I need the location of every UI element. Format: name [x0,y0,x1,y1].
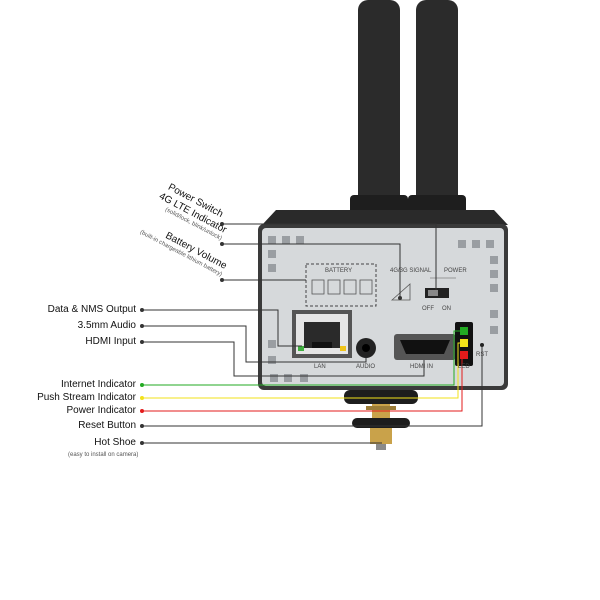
callout-internet: Internet Indicator [60,379,136,390]
antenna-left [358,0,400,225]
panel-off-label: OFF [422,306,434,312]
panel-audio-label: AUDIO [356,364,376,370]
line-hdmi [142,341,425,377]
line-push [142,342,460,399]
panel-power-label: POWER [444,268,467,274]
callout-hotshoe: Hot Shoe [94,437,136,448]
line-power-ind [142,359,463,412]
panel-hdmi-label: HDMI IN [410,364,433,370]
callout-reset: Reset Button [78,420,136,431]
antenna-right [416,0,458,225]
callout-power-ind: Power Indicator [66,405,136,416]
panel-led-label: LED [458,364,470,370]
line-lte [222,243,401,296]
callout-data-nms: Data & NMS Output [47,304,136,315]
line-internet [142,330,460,386]
battery-box [305,263,377,307]
panel-signal-label: 4G/3G SIGNAL [390,268,432,274]
led-power [460,351,468,359]
callout-audio: 3.5mm Audio [77,320,136,331]
reset-hole [480,343,484,347]
panel-rst-label: RST [476,352,488,358]
line-reset [142,347,483,427]
panel-on-label: ON [442,306,451,312]
callout-push: Push Stream Indicator [37,392,136,403]
callout-hdmi-in: HDMI Input [85,336,136,347]
line-data-nms [142,309,302,347]
led-push [460,339,468,347]
line-audio [142,325,367,363]
line-power-switch [222,223,437,290]
hot-shoe-base [344,390,418,404]
lte-indicator [398,296,402,300]
panel-lan-label: LAN [314,364,326,370]
callout-hotshoe-sub: (easy to install on camera) [68,452,139,458]
panel-battery-label: BATTERY [325,268,353,274]
led-internet [460,327,468,335]
